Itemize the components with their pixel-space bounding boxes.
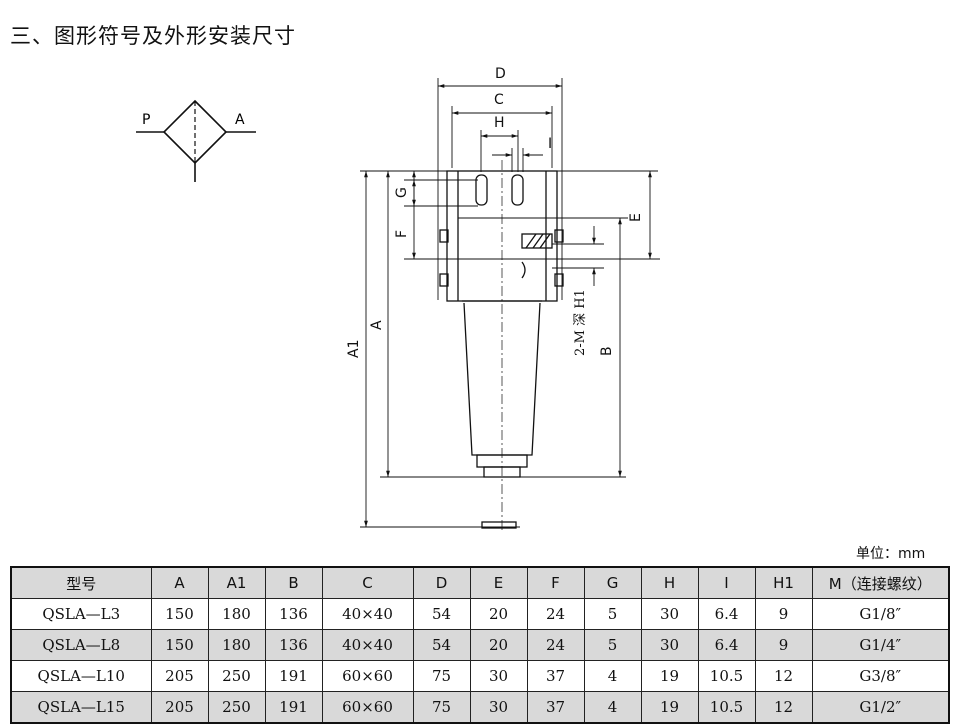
cell-g: 4 [583,660,642,692]
col-header-i: I [697,566,756,599]
page-title: 三、图形符号及外形安装尺寸 [10,24,296,48]
cell-a1: 250 [207,691,266,724]
cell-b: 191 [264,660,323,692]
dim-label-a1: A1 [346,340,362,358]
cell-a: 150 [150,629,209,661]
cell-h1: 9 [754,598,813,630]
cell-model: QSLA—L10 [10,660,152,692]
table-row: QSLA—L15 205 250 191 60×60 75 30 37 4 19… [10,691,950,724]
cell-h1: 12 [754,691,813,724]
cell-g: 5 [583,598,642,630]
col-header-e: E [469,566,528,599]
cell-c: 40×40 [321,629,414,661]
cell-a1: 250 [207,660,266,692]
cell-c: 40×40 [321,598,414,630]
table-header-row: 型号 A A1 B C D E F G H I H1 M（连接螺纹） [10,566,950,599]
cell-i: 6.4 [697,629,756,661]
filter-symbol-icon [136,99,256,182]
dim-label-e: E [628,213,644,222]
cell-d: 75 [412,691,471,724]
cell-i: 10.5 [697,691,756,724]
cell-a: 205 [150,660,209,692]
cell-f: 37 [526,691,585,724]
cell-h1: 9 [754,629,813,661]
cell-thread: G1/2″ [811,691,950,724]
cell-e: 30 [469,691,528,724]
cell-f: 24 [526,598,585,630]
cell-h: 30 [640,629,699,661]
spec-table: 型号 A A1 B C D E F G H I H1 M（连接螺纹） QSLA—… [10,566,950,724]
symbol-port-p: P [142,112,150,128]
dim-label-f: F [394,230,410,238]
cell-c: 60×60 [321,660,414,692]
col-header-g: G [583,566,642,599]
dim-label-d: D [495,66,506,82]
cell-e: 30 [469,660,528,692]
cell-model: QSLA—L8 [10,629,152,661]
cell-model: QSLA—L15 [10,691,152,724]
cell-a1: 180 [207,598,266,630]
cell-a: 205 [150,691,209,724]
cell-h: 19 [640,660,699,692]
col-header-a1: A1 [207,566,266,599]
col-header-model: 型号 [10,566,152,599]
dim-label-g: G [394,187,410,198]
cell-a1: 180 [207,629,266,661]
cell-thread: G1/8″ [811,598,950,630]
dim-label-b: B [599,346,615,356]
cell-e: 20 [469,629,528,661]
dimension-lines [360,78,660,528]
cell-d: 54 [412,629,471,661]
table-row: QSLA—L8 150 180 136 40×40 54 20 24 5 30 … [10,629,950,661]
col-header-h: H [640,566,699,599]
cell-a: 150 [150,598,209,630]
cell-i: 10.5 [697,660,756,692]
cell-b: 136 [264,598,323,630]
cell-b: 191 [264,691,323,724]
cell-i: 6.4 [697,598,756,630]
col-header-c: C [321,566,414,599]
cell-d: 75 [412,660,471,692]
thread-note: 2-M 深 H1 [573,289,588,356]
table-row: QSLA—L3 150 180 136 40×40 54 20 24 5 30 … [10,598,950,630]
table-row: QSLA—L10 205 250 191 60×60 75 30 37 4 19… [10,660,950,692]
cell-b: 136 [264,629,323,661]
dim-label-h: H [494,115,505,131]
cell-h: 19 [640,691,699,724]
col-header-h1: H1 [754,566,813,599]
dimension-drawing: P A [136,66,660,530]
unit-label: 单位：mm [856,546,926,562]
cell-model: QSLA—L3 [10,598,152,630]
col-header-b: B [264,566,323,599]
dim-label-i: I [548,136,552,152]
cell-f: 37 [526,660,585,692]
col-header-thread: M（连接螺纹） [811,566,950,599]
dim-label-a: A [369,320,385,330]
cell-h: 30 [640,598,699,630]
cell-c: 60×60 [321,691,414,724]
symbol-port-a: A [235,112,245,128]
col-header-a: A [150,566,209,599]
col-header-d: D [412,566,471,599]
cell-h1: 12 [754,660,813,692]
cell-g: 4 [583,691,642,724]
cell-f: 24 [526,629,585,661]
cell-g: 5 [583,629,642,661]
cell-thread: G1/4″ [811,629,950,661]
col-header-f: F [526,566,585,599]
cell-d: 54 [412,598,471,630]
filter-body-outline [439,170,564,529]
cell-thread: G3/8″ [811,660,950,692]
cell-e: 20 [469,598,528,630]
dim-label-c: C [494,92,504,108]
